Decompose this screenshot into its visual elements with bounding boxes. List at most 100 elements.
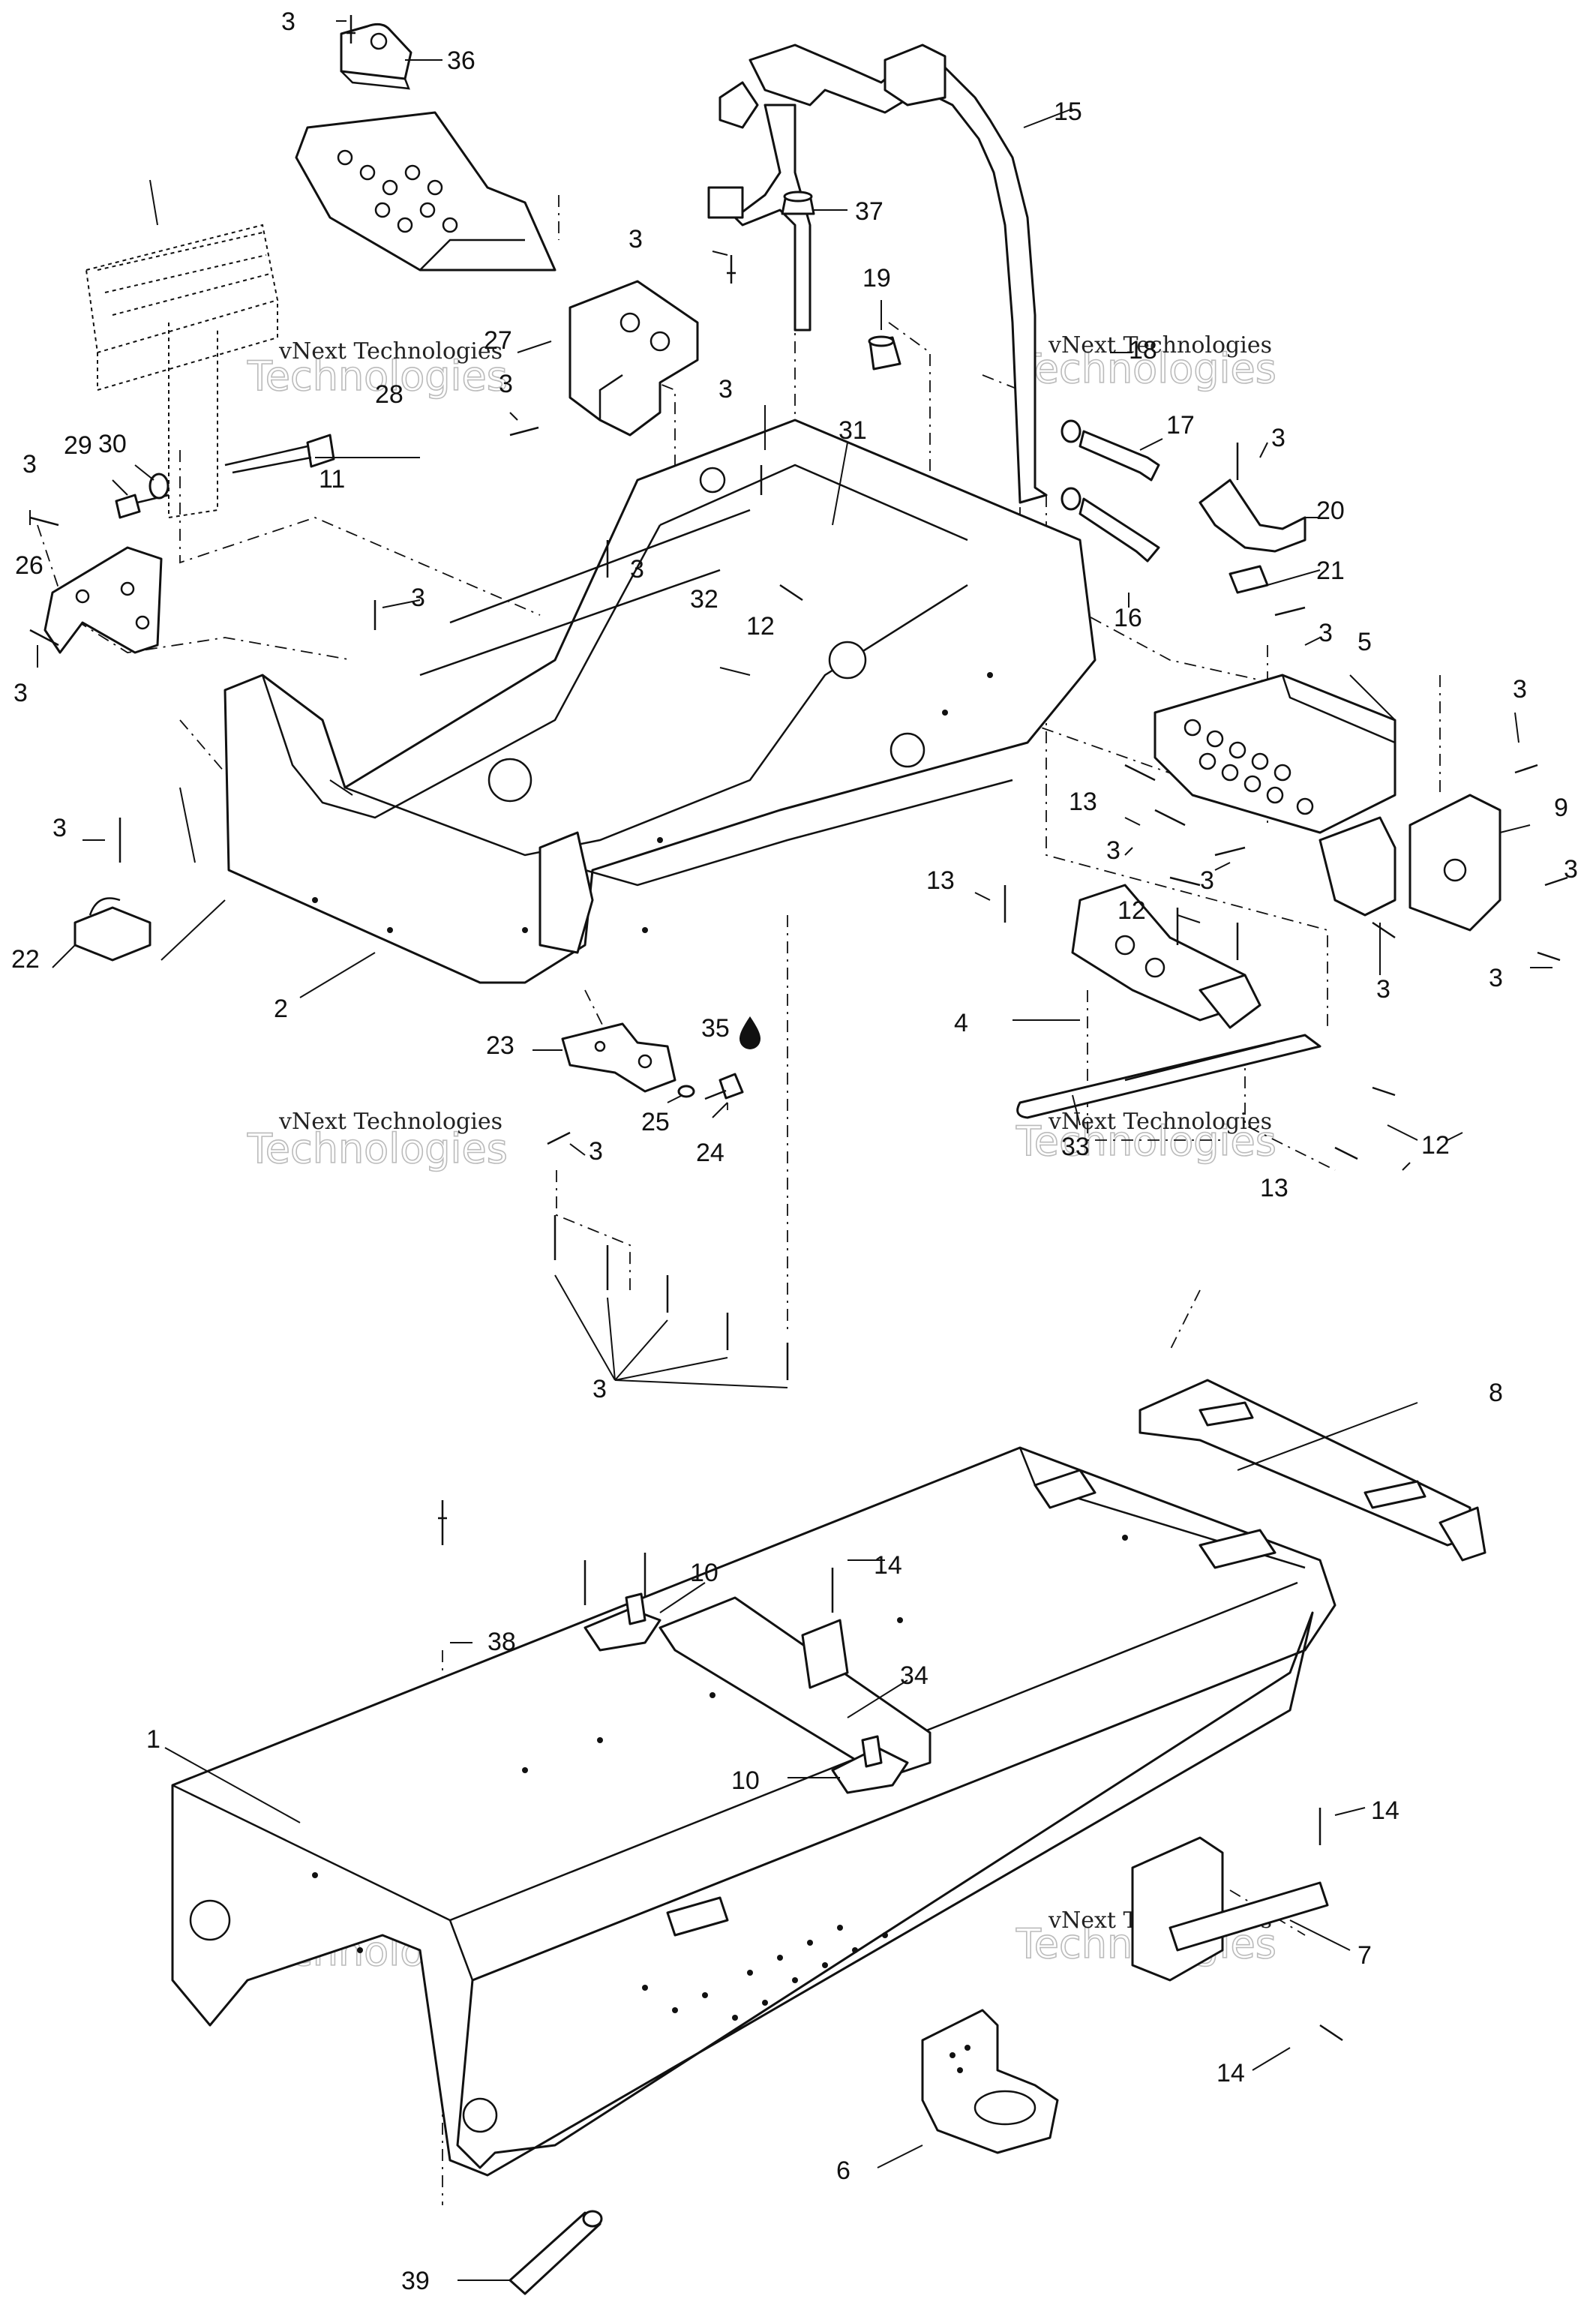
- watermark-2: Technologies vNext Technologies: [1015, 332, 1276, 393]
- callout-3-i: 3: [1318, 619, 1333, 647]
- part-2-front-frame: [224, 419, 1096, 984]
- part-6-bracket: [921, 2009, 1059, 2154]
- rivets: [29, 15, 1568, 2042]
- callout-35: 35: [701, 1014, 730, 1043]
- callout-37: 37: [855, 197, 884, 226]
- part-11-pin: [224, 434, 335, 474]
- part-21-nut: [1228, 565, 1269, 594]
- fluid-drop-icon: [740, 1016, 760, 1049]
- callout-10-a: 10: [690, 1559, 718, 1587]
- part-22-clamp: [74, 897, 152, 962]
- part-28-foot-rest: [295, 111, 556, 272]
- svg-text:Technologies: Technologies: [247, 1125, 508, 1172]
- part-30-washer: [148, 473, 170, 500]
- callout-numbers: 3 36 15 37 3 19 27 18 28 3 3 17 31 3 30 …: [11, 8, 1578, 2295]
- callout-26: 26: [15, 551, 44, 580]
- leader-lines: [29, 20, 1552, 2281]
- callout-15: 15: [1054, 98, 1082, 126]
- callout-9: 9: [1554, 794, 1568, 822]
- callout-29: 29: [64, 431, 92, 460]
- callout-16: 16: [1114, 604, 1142, 632]
- callout-12-a: 12: [746, 612, 775, 641]
- part-7-bracket: [1131, 1836, 1329, 1982]
- part-8-top-plate: [1138, 1379, 1486, 1562]
- callout-5: 5: [1358, 628, 1372, 656]
- part-19-grommet: [868, 335, 902, 371]
- watermark-3: Technologies vNext Technologies: [246, 1109, 508, 1173]
- callout-30: 30: [98, 430, 127, 458]
- part-16-bolt: [1078, 497, 1160, 563]
- callout-18: 18: [1129, 336, 1157, 365]
- callout-23: 23: [486, 1031, 514, 1060]
- part-10-mount-upper: [584, 1592, 662, 1652]
- part-33-strap: [1016, 1034, 1322, 1119]
- callout-3-g: 3: [630, 555, 644, 584]
- callout-12-b: 12: [1118, 896, 1146, 925]
- callout-19: 19: [862, 264, 891, 293]
- svg-text:vNext Technologies: vNext Technologies: [278, 338, 502, 365]
- part-4-mount: [1071, 884, 1262, 1029]
- part-15-steering-column: [707, 44, 1048, 504]
- part-18-washer: [1060, 419, 1082, 511]
- callout-3-h: 3: [411, 584, 425, 612]
- svg-text:Technologies: Technologies: [1016, 345, 1276, 392]
- callout-38: 38: [488, 1628, 516, 1656]
- callout-11: 11: [319, 465, 345, 494]
- callout-3-d: 3: [718, 375, 733, 404]
- callout-12-c: 12: [1421, 1131, 1450, 1160]
- part-36-bracket: [340, 23, 412, 90]
- callout-39: 39: [401, 2267, 430, 2295]
- callout-3-s: 3: [592, 1375, 607, 1403]
- callout-36: 36: [447, 47, 476, 75]
- callout-21: 21: [1316, 557, 1345, 585]
- watermark-4: Technologies vNext Technologies: [1015, 1109, 1276, 1166]
- callout-24: 24: [696, 1139, 724, 1167]
- svg-text:vNext Technologies: vNext Technologies: [1048, 332, 1272, 359]
- part-10-mount-lower: [831, 1735, 909, 1794]
- part-5-perforated-plate: [1154, 674, 1396, 834]
- part-25-washer: [677, 1085, 695, 1098]
- svg-text:vNext Technologies: vNext Technologies: [1048, 1109, 1272, 1135]
- callout-3-e: 3: [1271, 424, 1286, 452]
- callout-25: 25: [641, 1108, 670, 1136]
- callout-8: 8: [1489, 1379, 1503, 1407]
- callout-33: 33: [1061, 1133, 1090, 1161]
- callout-14-a: 14: [874, 1551, 902, 1580]
- part-17-bolt: [1078, 430, 1160, 482]
- callout-32: 32: [690, 585, 718, 614]
- callout-28: 28: [375, 380, 404, 409]
- callout-10-b: 10: [731, 1766, 760, 1795]
- part-39-pin: [508, 2210, 603, 2295]
- callout-22: 22: [11, 945, 40, 974]
- svg-text:vNext Technologies: vNext Technologies: [278, 1109, 502, 1135]
- callout-20: 20: [1316, 497, 1345, 525]
- callout-34: 34: [900, 1661, 928, 1690]
- callout-3-l: 3: [52, 814, 67, 842]
- part-9-bracket: [1318, 794, 1502, 932]
- callout-14-b: 14: [1371, 1796, 1400, 1825]
- part-26-plate: [44, 546, 163, 654]
- callout-2: 2: [274, 995, 288, 1023]
- part-1-tunnel: [171, 1446, 1336, 2177]
- callout-3-q: 3: [1489, 964, 1503, 992]
- part-24-bolt: [704, 1073, 744, 1100]
- callout-3-n: 3: [1564, 855, 1578, 884]
- callout-3-o: 3: [1200, 866, 1214, 895]
- callout-3-f: 3: [22, 450, 37, 479]
- svg-text:Technologies: Technologies: [247, 353, 508, 400]
- watermark-1: Technologies vNext Technologies: [246, 338, 508, 401]
- svg-text:Technologies: Technologies: [1016, 1118, 1276, 1165]
- callout-3-m: 3: [1106, 836, 1120, 865]
- part-27-cover: [568, 280, 699, 437]
- callout-6: 6: [836, 2156, 850, 2185]
- ghost-steering-assembly: [85, 224, 279, 519]
- callout-3-c: 3: [499, 370, 513, 398]
- part-34-cross-bracket: [658, 1596, 932, 1779]
- callout-3-k: 3: [1513, 675, 1527, 704]
- callout-13-c: 13: [1260, 1174, 1288, 1202]
- callout-27: 27: [484, 326, 512, 355]
- callout-7: 7: [1358, 1941, 1372, 1970]
- callout-3-r: 3: [589, 1137, 603, 1166]
- callout-3-p: 3: [1376, 975, 1390, 1004]
